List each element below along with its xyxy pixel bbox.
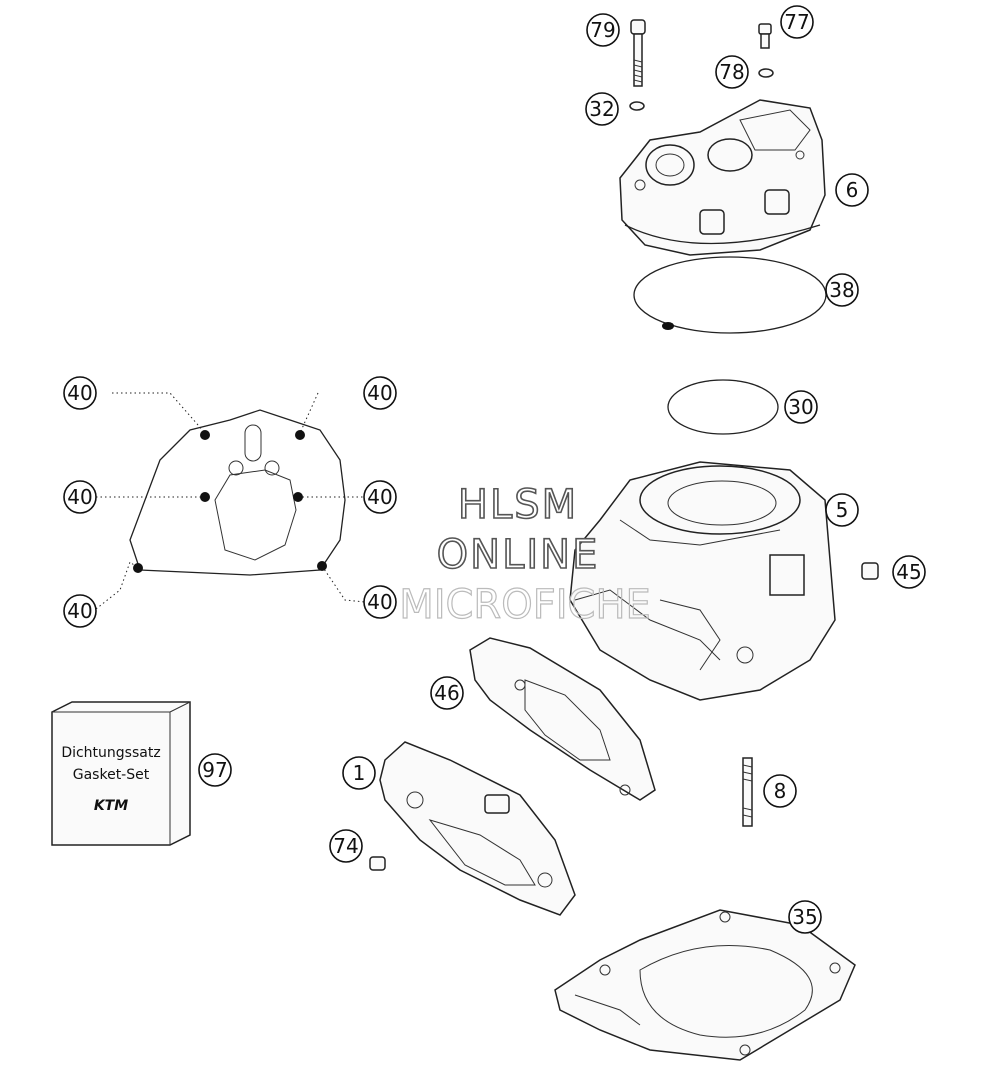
callout-40-mid-left[interactable]: 40 bbox=[63, 480, 97, 514]
svg-text:78: 78 bbox=[719, 60, 744, 84]
callout-38[interactable]: 38 bbox=[825, 273, 859, 307]
callout-78[interactable]: 78 bbox=[715, 55, 749, 89]
ktm-logo: KTM bbox=[94, 798, 128, 814]
exhaust-gasket-46-part bbox=[469, 637, 656, 801]
watermark: MICROFICHE HLSM ONLINE bbox=[399, 481, 652, 628]
watermark-line-2: ONLINE bbox=[437, 532, 600, 578]
callout-8[interactable]: 8 bbox=[763, 774, 797, 808]
callout-6[interactable]: 6 bbox=[835, 173, 869, 207]
stud-bolt-part bbox=[630, 19, 646, 87]
svg-text:97: 97 bbox=[202, 758, 227, 782]
gasket-set-label-en: Gasket-Set bbox=[73, 767, 150, 783]
cylinder-part bbox=[569, 461, 836, 701]
svg-text:30: 30 bbox=[788, 395, 813, 419]
callout-40-bottom-right[interactable]: 40 bbox=[363, 585, 397, 619]
callout-74[interactable]: 74 bbox=[329, 829, 363, 863]
callout-46[interactable]: 46 bbox=[430, 676, 464, 710]
callout-45[interactable]: 45 bbox=[892, 555, 926, 589]
callout-97[interactable]: 97 bbox=[198, 753, 232, 787]
svg-text:8: 8 bbox=[774, 779, 787, 803]
washer-32-part bbox=[629, 101, 645, 111]
svg-text:35: 35 bbox=[792, 905, 817, 929]
svg-text:40: 40 bbox=[367, 485, 392, 509]
callout-77[interactable]: 77 bbox=[780, 5, 814, 39]
svg-text:6: 6 bbox=[846, 178, 859, 202]
callout-40-mid-right[interactable]: 40 bbox=[363, 480, 397, 514]
callout-32[interactable]: 32 bbox=[585, 92, 619, 126]
cylinder-head-part bbox=[619, 99, 826, 256]
svg-text:38: 38 bbox=[829, 278, 854, 302]
svg-text:40: 40 bbox=[67, 485, 92, 509]
washer-78-part bbox=[758, 68, 774, 78]
callout-40-top-left[interactable]: 40 bbox=[63, 376, 97, 410]
svg-text:79: 79 bbox=[590, 18, 615, 42]
callout-35[interactable]: 35 bbox=[788, 900, 822, 934]
svg-text:46: 46 bbox=[434, 681, 459, 705]
gasket-set-box: Dichtungssatz Gasket-Set KTM bbox=[51, 701, 191, 846]
o-ring-38-part bbox=[633, 256, 827, 334]
exhaust-gasket-outline-part bbox=[129, 409, 346, 576]
svg-text:45: 45 bbox=[896, 560, 921, 584]
base-gasket-35-part bbox=[554, 909, 856, 1061]
svg-text:40: 40 bbox=[67, 381, 92, 405]
callout-30[interactable]: 30 bbox=[784, 390, 818, 424]
watermark-line-1: HLSM bbox=[458, 482, 578, 528]
svg-text:5: 5 bbox=[836, 498, 849, 522]
callout-1[interactable]: 1 bbox=[342, 756, 376, 790]
svg-text:77: 77 bbox=[784, 10, 809, 34]
svg-text:40: 40 bbox=[367, 381, 392, 405]
callout-40-top-right[interactable]: 40 bbox=[363, 376, 397, 410]
callout-79[interactable]: 79 bbox=[586, 13, 620, 47]
exhaust-flange-part bbox=[379, 741, 576, 916]
svg-text:1: 1 bbox=[353, 761, 366, 785]
svg-text:40: 40 bbox=[67, 599, 92, 623]
nut-45-part bbox=[861, 562, 879, 580]
watermark-line-3: MICROFICHE bbox=[399, 582, 651, 628]
gasket-marker-dots bbox=[133, 430, 327, 573]
svg-text:74: 74 bbox=[333, 834, 358, 858]
screw-part bbox=[758, 23, 772, 49]
svg-text:32: 32 bbox=[589, 97, 614, 121]
callout-5[interactable]: 5 bbox=[825, 493, 859, 527]
gasket-set-label-de: Dichtungssatz bbox=[61, 745, 160, 761]
leader-lines bbox=[95, 392, 366, 610]
nut-74-part bbox=[369, 856, 386, 871]
svg-text:40: 40 bbox=[367, 590, 392, 614]
o-ring-30-part bbox=[667, 379, 779, 435]
stud-8-part bbox=[742, 757, 753, 827]
callout-40-bottom-left[interactable]: 40 bbox=[63, 594, 97, 628]
